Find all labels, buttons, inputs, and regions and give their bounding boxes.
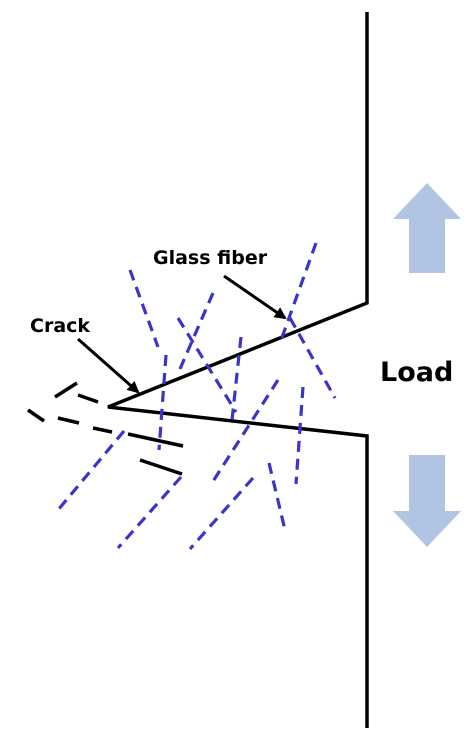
glass-fiber [267, 462, 287, 531]
crack-leader-arrow [77, 337, 140, 394]
crack-fragment [139, 458, 183, 476]
glass-fiber [116, 475, 183, 550]
glass-fiber [230, 336, 243, 421]
arrow-down-icon [393, 455, 461, 547]
load-label: Load [380, 357, 453, 388]
glass-fiber [288, 317, 337, 399]
glass-fiber [157, 354, 168, 451]
crack-fragment [54, 381, 78, 399]
glass-fiber [294, 386, 305, 485]
glass-fiber-label: Glass fiber [153, 247, 268, 269]
glass-fiber [208, 379, 280, 487]
glass-fiber [278, 242, 318, 344]
glass-fiber-leader-arrow [223, 274, 287, 320]
crack-fragment [77, 393, 99, 404]
crack-fragment [92, 426, 113, 434]
arrow-up-icon [393, 183, 461, 273]
glass-fiber [176, 317, 238, 413]
glass-fibers [56, 242, 337, 551]
glass-fiber [178, 292, 215, 370]
crack-fragment [57, 416, 80, 425]
crack-fragment [27, 408, 45, 423]
glass-fiber [188, 476, 255, 551]
glass-fiber [56, 429, 126, 512]
crack-label: Crack [30, 315, 90, 337]
glass-fiber [128, 269, 160, 348]
crack-fragment [127, 432, 184, 448]
crack-fragments [27, 381, 184, 476]
specimen-edge [107, 12, 369, 728]
